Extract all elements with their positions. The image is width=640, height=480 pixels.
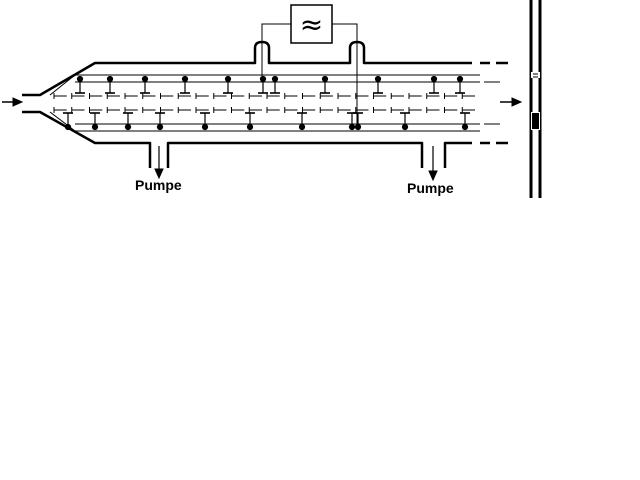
- lower-electrode-node: [91, 123, 99, 131]
- chamber-lower-wall: [22, 110, 152, 168]
- upper-inner-funnel: [49, 74, 480, 96]
- detector-mark-1: [531, 72, 540, 78]
- lower-electrodes: [63, 112, 470, 131]
- pump-port-left-wall: [166, 141, 424, 168]
- pump-arrows: [154, 146, 438, 182]
- vacuum-chamber: [22, 40, 508, 168]
- lower-electrode-node: [156, 123, 164, 131]
- pump-port-right-wall: [443, 141, 472, 168]
- rf-feed-wire-left: [261, 23, 291, 80]
- pump-label-right: Pumpe: [407, 180, 454, 196]
- lower-electrode-node: [201, 123, 209, 131]
- lower-electrode-node: [124, 123, 132, 131]
- rf-source: ≈: [261, 4, 358, 128]
- lower-electrode-node: [461, 123, 469, 131]
- pump-right-arrow-head: [428, 170, 438, 182]
- lower-inner-funnel: [49, 111, 480, 132]
- lower-electrode-node: [348, 123, 356, 131]
- rf-feed-wire-right: [332, 23, 358, 128]
- lower-electrode-node: [298, 123, 306, 131]
- lower-electrode-node: [401, 123, 409, 131]
- pump-left-arrow-head: [154, 168, 164, 180]
- lower-electrode-node: [354, 123, 362, 131]
- lower-electrode-node: [64, 123, 72, 131]
- lower-electrode-node: [246, 123, 254, 131]
- detector-wall: [529, 0, 542, 198]
- beam-arrows: [2, 97, 523, 107]
- rf-source-box: [290, 4, 333, 44]
- ion-lens-stack: [53, 93, 475, 113]
- detector-mark-2-fill: [532, 113, 539, 129]
- beam-in-arrow-head: [12, 97, 24, 107]
- rf-source-symbol: ≈: [300, 8, 323, 41]
- inner-guides: [49, 74, 500, 132]
- chamber-upper-wall: [22, 40, 472, 97]
- beam-out-arrow-head: [511, 97, 523, 107]
- upper-electrodes: [75, 75, 465, 94]
- pump-label-left: Pumpe: [135, 177, 182, 193]
